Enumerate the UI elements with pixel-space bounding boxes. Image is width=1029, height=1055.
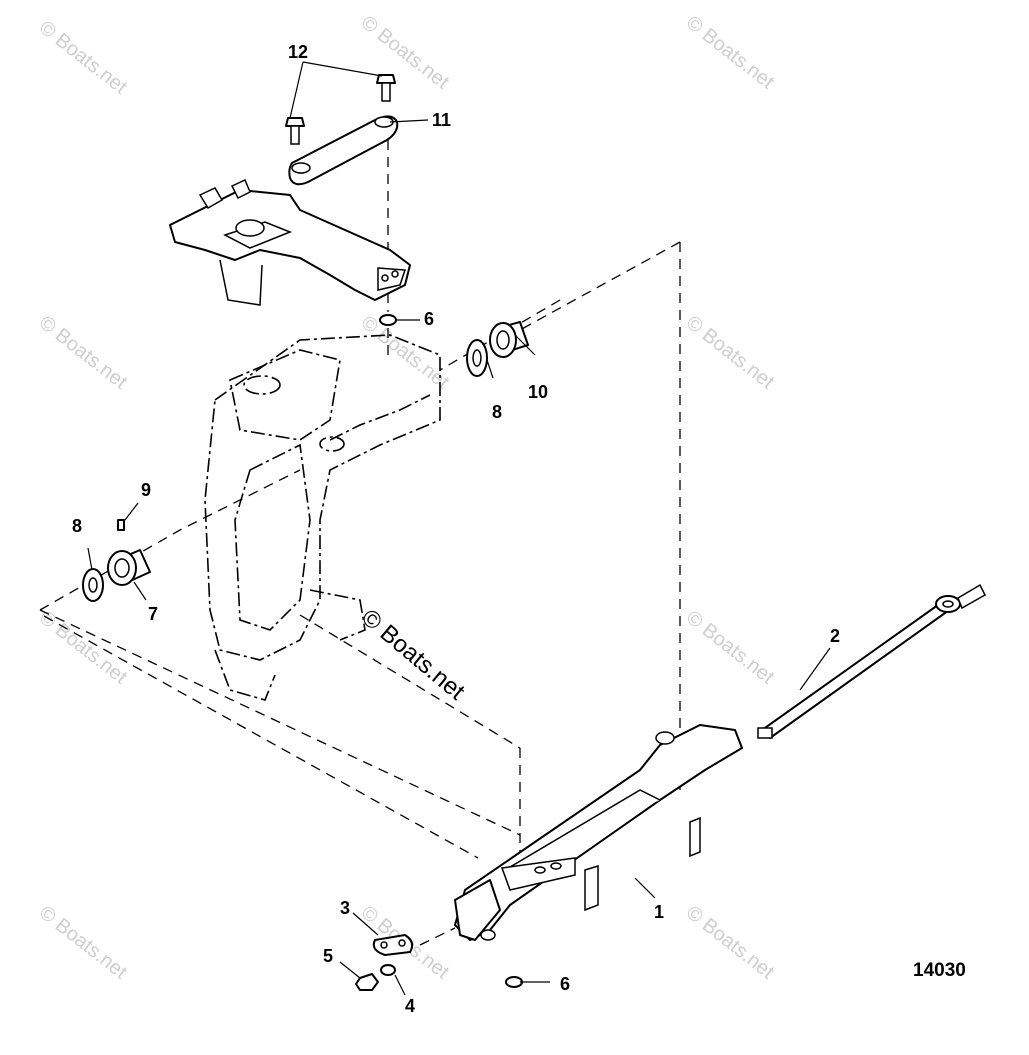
leader-lines: [87, 61, 831, 996]
figure-number: 14030: [913, 960, 966, 981]
watermark: © Boats.net: [682, 902, 778, 984]
callout-12: 12: [288, 42, 308, 62]
watermark: © Boats.net: [35, 902, 131, 984]
center-watermark: © Boats.net: [356, 604, 470, 706]
upper-washer-bushing: [466, 321, 529, 377]
callout-11: 11: [432, 110, 451, 130]
watermark: © Boats.net: [682, 12, 778, 94]
callout-8-upper: 8: [492, 402, 502, 422]
callout-7: 7: [148, 604, 158, 624]
watermark: © Boats.net: [35, 312, 131, 394]
lower-washer-bushing: [82, 519, 151, 602]
watermark: © Boats.net: [357, 12, 453, 94]
callout-2: 2: [830, 626, 840, 646]
callout-6-upper: 6: [424, 309, 434, 329]
bolts: [285, 74, 396, 145]
callout-8-lower: 8: [72, 516, 82, 536]
callout-1: 1: [654, 902, 664, 922]
swivel-bracket-phantom: [204, 334, 441, 701]
upper-mount-bracket: [169, 178, 411, 306]
watermark: © Boats.net: [357, 312, 453, 394]
callout-4: 4: [405, 996, 415, 1016]
steering-cylinder: [454, 724, 743, 941]
callout-10: 10: [528, 382, 548, 402]
tie-bar: [757, 583, 986, 739]
watermark: © Boats.net: [682, 312, 778, 394]
watermark: © Boats.net: [682, 607, 778, 689]
callout-6-lower: 6: [560, 974, 570, 994]
link-arm: [288, 115, 399, 186]
watermark: © Boats.net: [35, 17, 131, 99]
callout-3: 3: [340, 898, 350, 918]
lower-hardware: [355, 934, 414, 991]
callout-labels: 12 11 6 10 8 9 8 7 2 1 3 5 4 6: [72, 42, 840, 1016]
callout-9: 9: [141, 480, 151, 500]
callout-5: 5: [323, 946, 333, 966]
